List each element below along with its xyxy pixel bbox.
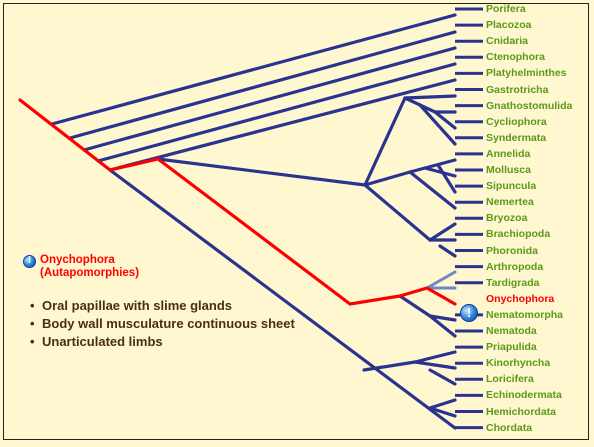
branches	[50, 13, 457, 430]
taxon-label: Brachiopoda	[486, 228, 551, 241]
branch-tro-node	[363, 170, 412, 187]
branch-kinorhyncha	[413, 360, 457, 370]
taxon-label: Placozoa	[486, 19, 532, 32]
autapomorphy-item: Body wall musculature continuous sheet	[30, 316, 330, 331]
taxon-label: Ctenophora	[486, 51, 545, 64]
taxon-label: Nemertea	[486, 196, 534, 209]
autapomorphy-item: Unarticulated limbs	[30, 334, 330, 349]
branch-onychophora-path	[18, 98, 457, 306]
autapomorphy-item: Oral papillae with slime glands	[30, 298, 330, 313]
panarthropod-branches	[425, 270, 457, 290]
branch-phoronida	[438, 244, 457, 258]
branch-gnath-sub	[433, 110, 457, 130]
taxon-label: Echinodermata	[486, 389, 562, 402]
taxon-label: Porifera	[486, 3, 526, 15]
branch-ctenophora	[96, 62, 457, 163]
taxon-label: Tardigrada	[486, 276, 540, 289]
taxon-label: Annelida	[486, 147, 531, 160]
taxon-label: Cnidaria	[486, 35, 529, 48]
branch-nemertea	[408, 170, 457, 210]
branch-lopho-node	[363, 183, 432, 242]
autapomorphy-list: Oral papillae with slime glands Body wal…	[30, 298, 330, 352]
branch-priapulida	[413, 350, 457, 364]
branch-cnidaria	[82, 46, 457, 152]
taxon-label: Nematomorpha	[486, 308, 564, 321]
taxon-label: Sipuncula	[486, 180, 537, 193]
taxon-label: Loricifera	[486, 373, 534, 386]
taxon-label: Priapulida	[486, 341, 537, 354]
branch-loricifera	[428, 368, 457, 386]
branch-arthropoda	[425, 270, 457, 290]
branch-nematoid-node	[398, 294, 432, 318]
taxon-label: Onychophora	[486, 292, 555, 305]
slide-frame	[3, 3, 589, 440]
branch-platyhelminthes	[108, 78, 457, 172]
taxon-label: Phoronida	[486, 244, 538, 257]
taxon-label: Platyhelminthes	[486, 67, 567, 80]
branch-hemichordata	[428, 406, 457, 418]
branch-echinodermata	[428, 398, 457, 410]
branch-sipuncula	[436, 163, 457, 194]
branch-porifera	[50, 13, 457, 126]
taxon-label: Gastrotricha	[486, 83, 549, 96]
alert-icon	[23, 255, 36, 268]
branch-gnath-sub2	[418, 103, 457, 146]
taxon-label: Nematoda	[486, 325, 537, 337]
branch-mollusca	[423, 166, 457, 178]
taxon-label: Arthropoda	[486, 260, 544, 273]
branch-annelida	[408, 158, 457, 174]
taxon-label: Mollusca	[486, 164, 531, 176]
branch-scalido-node	[362, 360, 417, 372]
highlighted-path	[18, 98, 457, 306]
branch-gastro	[363, 96, 407, 187]
branch-bryozoa	[428, 222, 457, 242]
taxon-label: Cycliophora	[486, 115, 547, 128]
branch-spiralia	[156, 157, 367, 187]
taxon-label: Chordata	[486, 421, 533, 434]
alert-icon	[460, 304, 478, 322]
branch-gastrotricha	[403, 94, 457, 100]
taxon-label: Syndermata	[486, 131, 547, 144]
taxon-label: Hemichordata	[486, 405, 557, 418]
branch-placozoa	[68, 30, 457, 140]
taxon-label: Bryozoa	[486, 212, 528, 225]
branch-nematoda	[428, 314, 457, 338]
taxon-label: Kinorhyncha	[486, 357, 551, 370]
terminal-ticks	[455, 7, 483, 430]
taxon-label: Gnathostomulida	[486, 99, 573, 112]
branch-nematomorpha	[428, 314, 457, 322]
legend-title: Onychophora (Autapomorphies)	[40, 254, 140, 279]
